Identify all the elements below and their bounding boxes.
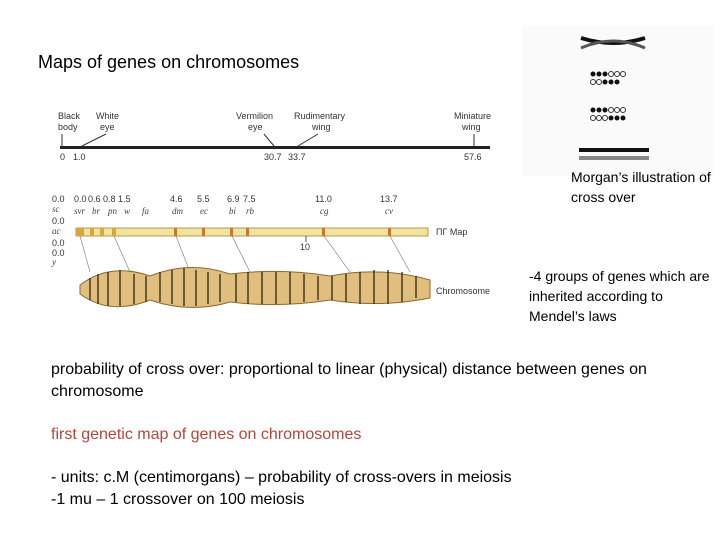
map-tick [174,228,177,236]
map-tick [230,228,233,236]
top-gene: fa [142,206,150,216]
units-line-2: -1 mu – 1 crossover on 100 meiosis [51,491,305,508]
chromosome-label: Chromosome [436,286,490,296]
top-gene: br [92,206,101,216]
chromatid [579,148,649,152]
map-tick [90,228,94,236]
gene-position: 33.7 [288,152,306,162]
connector-line [323,235,351,273]
gene-position: 30.7 [264,152,282,162]
left-gene: y [51,257,56,267]
left-value: 0.0 [52,238,65,248]
left-value: 0.0 [52,216,65,226]
gene-label: Vermilion [236,111,273,121]
gene-position: 57.6 [464,152,482,162]
gene-label: eye [248,122,263,132]
map-tick [322,228,325,236]
pointer-line [297,133,319,147]
units-line-1: - units: c.M (centimorgans) – probabilit… [51,469,512,486]
map-tick [100,228,104,236]
top-value: 5.5 [197,194,210,204]
connector-line [389,235,411,273]
probability-text: probability of cross over: proportional … [51,361,647,400]
top-gene: svr [74,206,85,216]
chromosome-bands [89,268,417,306]
top-gene: cv [385,206,393,216]
connector-line [113,235,131,273]
top-gene: ec [200,206,208,216]
top-value: 0.8 [103,194,116,204]
gene-position: 1.0 [73,152,86,162]
top-gene: pn [107,206,118,216]
chromatid [579,156,649,160]
gene-label: body [58,122,78,132]
map-tick [388,228,391,236]
genetic-map-bar [75,227,429,237]
connector-line [175,235,191,273]
connector-line [79,235,91,273]
top-value: 0.6 [88,194,101,204]
left-value: 0.0 [52,194,65,204]
top-value: 6.9 [227,194,240,204]
top-value: 13.7 [380,194,398,204]
connector-line [231,235,251,273]
morgan-caption: Morgan’s illustration of cross over [571,169,711,205]
scale-label: 10 [300,242,310,252]
chromatid [580,39,646,50]
top-value: 0.0 [74,194,87,204]
top-gene: dm [172,206,184,216]
pointer-line [81,133,107,147]
map-tick [76,228,84,236]
gene-position: 0 [60,152,65,162]
left-gene: sc [52,204,60,214]
gene-label: Miniature [454,111,491,121]
top-value: 7.5 [243,194,256,204]
top-gene: w [124,206,130,216]
gene-label: wing [311,122,331,132]
left-label-panel [50,190,78,270]
map-label: ПГ Map [436,227,467,237]
map-tick [246,228,249,236]
left-gene: ac [52,226,61,236]
top-value: 11.0 [315,194,332,204]
linkage-map: Black body White eye Vermilion eye Rudim… [58,111,491,162]
map-tick [112,228,116,236]
chromatid [580,36,646,45]
first-map-text: first genetic map of genes on chromosome… [51,426,362,443]
map-tick [202,228,205,236]
chromosome-bar [60,146,490,149]
pointer-line [263,133,275,147]
top-gene: rb [246,206,255,216]
gene-label: White [96,111,119,121]
gene-label: Black [58,111,81,121]
gene-beads [590,71,626,121]
slide-title: Maps of genes on chromosomes [38,52,300,72]
top-gene: cg [320,206,329,216]
polytene-map: 0.0 sc 0.0 ac 0.0 0.0 y 0.0 0.6 0.8 1.5 … [50,190,490,308]
left-value: 0.0 [52,248,65,258]
top-gene: bi [229,206,237,216]
top-value: 4.6 [170,194,183,204]
crossover-drawing [579,36,649,160]
gene-label: wing [461,122,481,132]
polytene-chromosome [79,267,431,308]
groups-note: -4 groups of genes which are inherited a… [529,268,710,324]
gene-label: eye [100,122,115,132]
morgan-illustration [523,26,713,176]
gene-label: Rudimentary [294,111,346,121]
top-value: 1.5 [118,194,131,204]
